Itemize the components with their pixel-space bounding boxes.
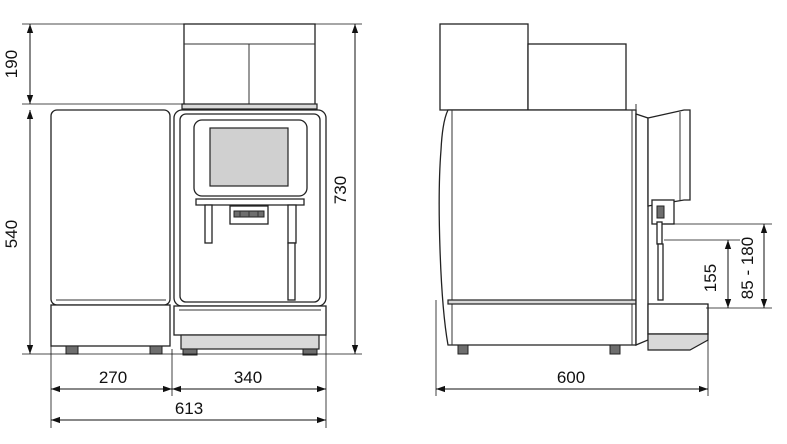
front-view — [50, 23, 327, 356]
side-unit — [50, 109, 171, 355]
dim-total-width-label: 613 — [175, 399, 203, 418]
dim-side-width-label: 270 — [99, 368, 127, 387]
dim-total-height-label: 730 — [331, 176, 350, 204]
side-hopper — [439, 23, 627, 111]
side-front-panel — [647, 109, 709, 351]
touchscreen — [193, 119, 308, 197]
coffee-outlet — [195, 198, 305, 301]
dim-depth-label: 600 — [557, 368, 585, 387]
side-dimensions: 85 - 180 155 600 — [435, 223, 772, 396]
front-dimensions: 190 540 730 270 340 613 — [2, 23, 362, 428]
dim-spout-height-label: 155 — [701, 264, 720, 292]
dim-body-height-label: 540 — [2, 220, 21, 248]
side-body — [438, 104, 649, 355]
dim-top-height-label: 190 — [2, 50, 21, 78]
dim-spout-range-label: 85 - 180 — [738, 237, 757, 299]
bean-hoppers — [181, 23, 318, 110]
main-unit — [173, 109, 327, 356]
side-view — [438, 23, 709, 355]
dim-main-width-label: 340 — [234, 368, 262, 387]
